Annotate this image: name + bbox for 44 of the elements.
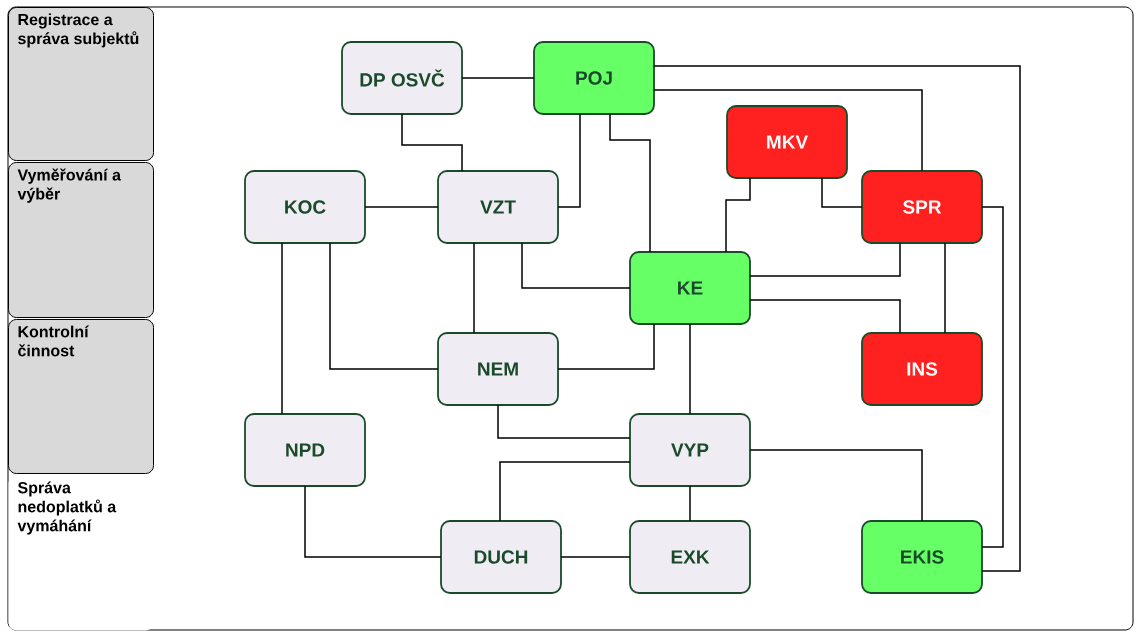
process-box: INS (861, 332, 983, 406)
connector-line (609, 114, 651, 252)
process-box: NPD (244, 413, 366, 487)
process-box: DP OSVČ (341, 41, 463, 115)
connector-line (497, 405, 630, 439)
connector-line (281, 243, 283, 414)
connector-line (462, 77, 534, 79)
connector-line (689, 324, 691, 414)
connector-line (689, 486, 691, 521)
process-box: EKIS (861, 520, 983, 594)
process-box: DUCH (440, 520, 562, 594)
process-box: KE (629, 251, 751, 325)
process-box: POJ (533, 41, 655, 115)
connector-line (473, 243, 475, 333)
process-box: VZT (437, 170, 559, 244)
process-box: NEM (437, 332, 559, 406)
connector-line (521, 243, 630, 289)
connector-line (654, 65, 1021, 572)
connector-line (944, 243, 946, 333)
process-box: KOC (244, 170, 366, 244)
process-box: VYP (629, 413, 751, 487)
connector-line (558, 324, 655, 370)
connector-line (982, 206, 1004, 548)
lane-band: Kontrolní činnost (8, 319, 154, 474)
connector-line (750, 243, 901, 277)
node-label: Správa nedoplatků a vymáhání (17, 481, 117, 535)
connector-line (561, 556, 630, 558)
process-box: EXK (629, 520, 751, 594)
process-box: SPR (861, 170, 983, 244)
connector-line (821, 178, 862, 208)
connector-line (750, 299, 901, 333)
connector-line (304, 486, 441, 558)
connector-line (654, 89, 923, 171)
lane-band: Registrace a správa subjektů (8, 7, 154, 161)
lane-band: Vyměřování a výběr (8, 162, 154, 318)
connector-line (725, 178, 751, 252)
connector-line (329, 243, 438, 370)
connector-line (750, 449, 923, 521)
connector-line (401, 114, 463, 171)
lane-band: Správa nedoplatků a vymáhání (8, 475, 154, 631)
connector-line (365, 206, 438, 208)
connector-line (499, 461, 630, 521)
process-box: MKV (726, 105, 848, 179)
connector-line (558, 114, 581, 208)
